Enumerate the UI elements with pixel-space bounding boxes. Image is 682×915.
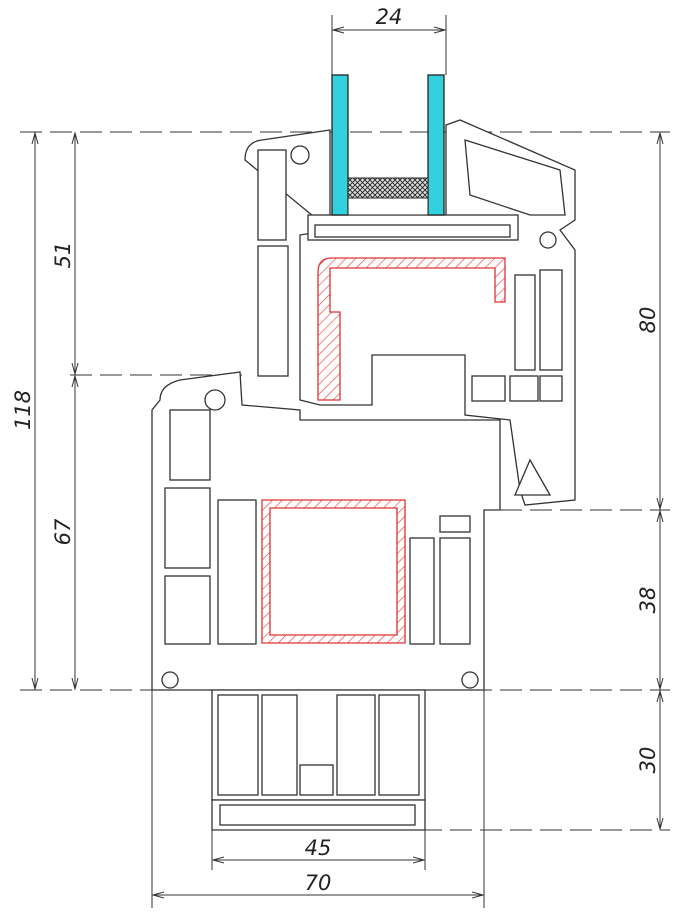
dim-right-middle: 38 bbox=[636, 587, 660, 614]
dim-bottom-inner: 45 bbox=[305, 836, 332, 860]
reference-lines bbox=[20, 15, 670, 908]
dim-frame-lower: 67 bbox=[51, 518, 75, 545]
frame-profile bbox=[151, 371, 501, 831]
steel-reinforcement-sash bbox=[317, 257, 506, 401]
dim-sash-upper: 51 bbox=[51, 242, 75, 269]
glass-pane-left bbox=[331, 74, 349, 216]
dim-right-lower: 30 bbox=[636, 747, 660, 774]
spacer-bar bbox=[347, 177, 429, 199]
dim-glass-width: 24 bbox=[376, 5, 403, 29]
glazing-unit bbox=[331, 74, 445, 216]
sash-profile bbox=[244, 119, 576, 506]
glass-pane-right bbox=[427, 74, 445, 216]
steel-reinforcement-frame bbox=[261, 499, 406, 644]
dim-total-height: 118 bbox=[11, 390, 35, 430]
dimension-lines bbox=[35, 30, 660, 895]
dim-bottom-total: 70 bbox=[305, 871, 332, 895]
dim-right-upper: 80 bbox=[636, 307, 660, 334]
sealant bbox=[347, 197, 429, 216]
